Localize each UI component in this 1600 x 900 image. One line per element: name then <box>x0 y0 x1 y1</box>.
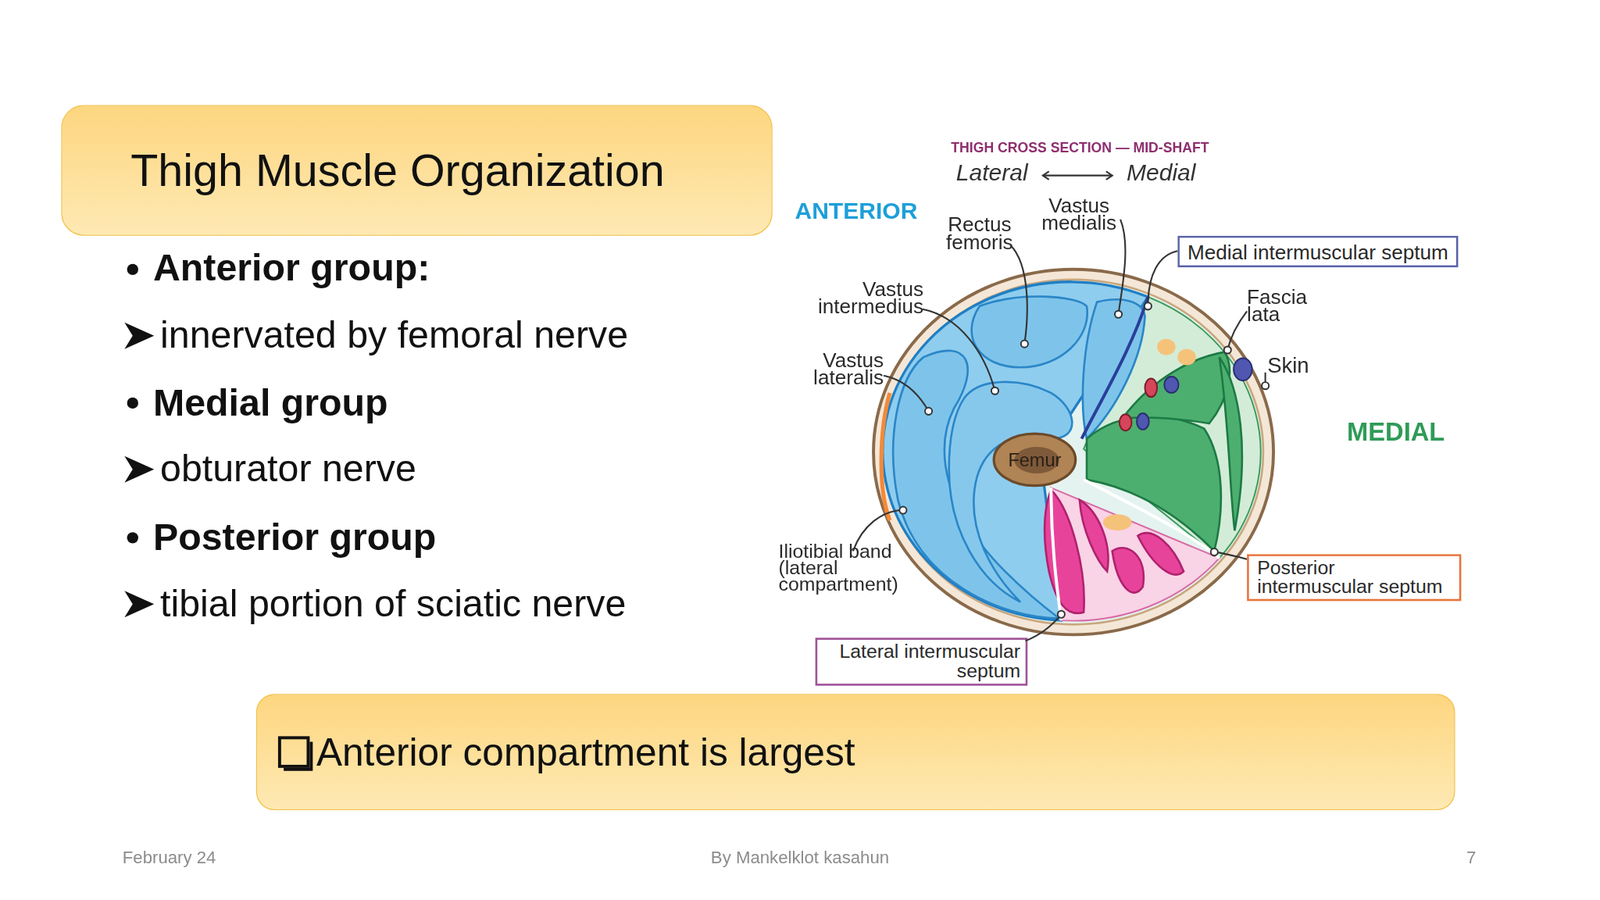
bullet-text: tibial portion of sciatic nerve <box>160 582 626 627</box>
figure-title: THIGH CROSS SECTION — MID-SHAFT <box>950 140 1209 156</box>
region-label: MEDIAL <box>1346 418 1445 447</box>
bullet-heading: Medial group <box>153 381 389 425</box>
axis-label: Lateral <box>956 160 1029 186</box>
muscle-label: Vastus lateralis <box>800 352 884 387</box>
bullet-heading: Posterior group <box>153 516 436 561</box>
structure-label: Skin <box>1267 353 1309 375</box>
node-text: Lateral intermuscular septum <box>822 642 1021 680</box>
region-label: ANTERIOR <box>794 197 918 224</box>
footer-author: By Mankelklot kasahun <box>596 849 1004 868</box>
node-text: Anterior compartment is largest <box>316 730 856 775</box>
slide-title: Thigh Muscle Organization <box>62 144 665 196</box>
summary-box: Anterior compartment is largest <box>256 693 1456 811</box>
septum-label-box: Lateral intermuscular septum <box>815 637 1029 686</box>
muscle-label: Vastus intermedius <box>806 280 924 315</box>
axis-label: Medial <box>1126 160 1197 186</box>
title-box: Thigh Muscle Organization <box>60 105 772 236</box>
structure-label: Iliotibial band (lateral compartment) <box>778 543 912 593</box>
septum-label-box: Posterior intermuscular septum <box>1246 553 1461 601</box>
septum-label-box: Medial intermuscular septum <box>1177 235 1458 268</box>
node-text: Femur <box>992 450 1079 470</box>
node-text: Posterior intermuscular septum <box>1257 559 1451 597</box>
muscle-label: Vastus medialis <box>1030 196 1128 232</box>
structure-label: Fascia lata <box>1246 289 1318 324</box>
node-text: Medial intermuscular septum <box>1179 241 1457 262</box>
footer-date: February 24 <box>122 849 217 868</box>
bullet-heading: Anterior group: <box>153 246 430 291</box>
femur-bone: Femur <box>992 431 1079 488</box>
muscle-label: Rectus femoris <box>939 216 1021 251</box>
slide-number: 7 <box>1466 849 1476 868</box>
bullet-text: obturator nerve <box>160 447 417 492</box>
bullet-text: innervated by femoral nerve <box>160 314 629 358</box>
